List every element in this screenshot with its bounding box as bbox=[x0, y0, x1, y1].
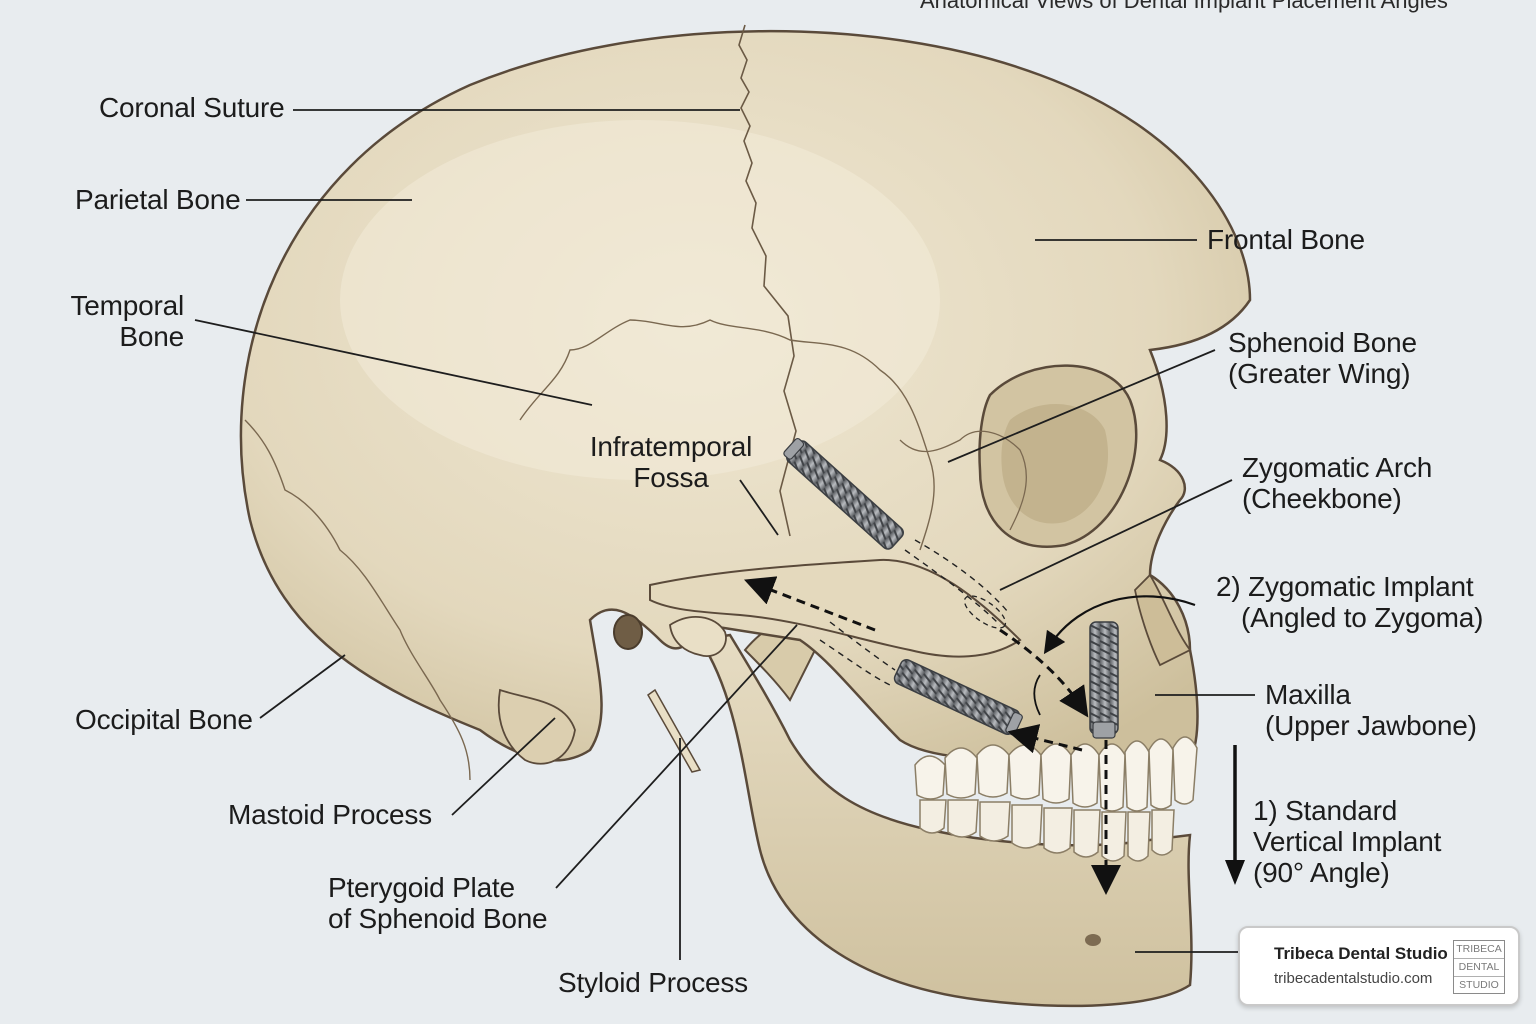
studio-logo: TRIBECA DENTAL STUDIO bbox=[1453, 940, 1505, 994]
lower-path-dashed bbox=[819, 621, 896, 686]
lower-teeth bbox=[919, 799, 1175, 862]
label-styloid-process: Styloid Process bbox=[558, 967, 748, 998]
orbit-depth bbox=[1001, 403, 1109, 524]
leader-lines bbox=[194, 109, 1255, 960]
label-zygomatic-implant: 2) Zygomatic Implant (Angled to Zygoma) bbox=[1216, 571, 1484, 633]
standard-arrow-head bbox=[1225, 860, 1245, 885]
studio-url[interactable]: tribecadentalstudio.com bbox=[1274, 970, 1433, 987]
standard-implant bbox=[1089, 621, 1119, 739]
zygomatic-path-dashed bbox=[904, 539, 1009, 626]
squamosal-suture-line bbox=[519, 319, 935, 551]
mental-foramen bbox=[1085, 934, 1101, 946]
cranium-highlight bbox=[340, 120, 940, 480]
zygomatic-arch-shape bbox=[649, 558, 1022, 658]
label-zygomatic-arch: Zygomatic Arch (Cheekbone) bbox=[1242, 452, 1433, 514]
maxilla-arrow bbox=[999, 628, 1089, 718]
label-temporal-bone: Temporal Bone bbox=[70, 290, 184, 352]
sphenoid-suture-line bbox=[899, 430, 1027, 531]
upper-teeth bbox=[914, 736, 1198, 812]
lambdoid-suture-line bbox=[244, 419, 471, 781]
coronal-suture-line bbox=[738, 24, 797, 537]
label-coronal-suture: Coronal Suture bbox=[99, 92, 285, 123]
arch-arrow bbox=[743, 576, 876, 632]
nasal-aperture bbox=[1134, 573, 1192, 667]
mastoid-shape bbox=[497, 688, 576, 765]
label-infratemporal-fossa: Infratemporal Fossa bbox=[589, 431, 753, 493]
zygoma-target-outline bbox=[963, 595, 1007, 629]
label-standard-implant: 1) Standard Vertical Implant (90° Angle) bbox=[1253, 795, 1442, 888]
label-maxilla: Maxilla (Upper Jawbone) bbox=[1265, 679, 1477, 741]
label-sphenoid-bone: Sphenoid Bone (Greater Wing) bbox=[1228, 327, 1417, 389]
label-frontal-bone: Frontal Bone bbox=[1207, 224, 1365, 255]
zygomatic-curve-secondary bbox=[1033, 674, 1041, 716]
mandible-shape bbox=[697, 633, 1193, 1008]
diagram-title: Anatomical Views of Dental Implant Place… bbox=[920, 0, 1448, 13]
label-pterygoid-plate: Pterygoid Plate of Sphenoid Bone bbox=[328, 872, 548, 934]
studio-badge: Tribeca Dental Studio tribecadentalstudi… bbox=[1238, 926, 1520, 1006]
condyle bbox=[669, 616, 727, 658]
ear-canal bbox=[613, 614, 643, 650]
studio-name: Tribeca Dental Studio bbox=[1274, 944, 1448, 963]
label-mastoid-process: Mastoid Process bbox=[228, 799, 432, 830]
zygomatic-curve-arrow bbox=[1043, 595, 1196, 655]
zygomatic-implant-upper bbox=[783, 437, 904, 550]
styloid-shape bbox=[647, 688, 702, 773]
label-parietal-bone: Parietal Bone bbox=[75, 184, 241, 215]
implant-tip-arrow bbox=[1007, 724, 1083, 754]
label-occipital-bone: Occipital Bone bbox=[75, 704, 253, 735]
